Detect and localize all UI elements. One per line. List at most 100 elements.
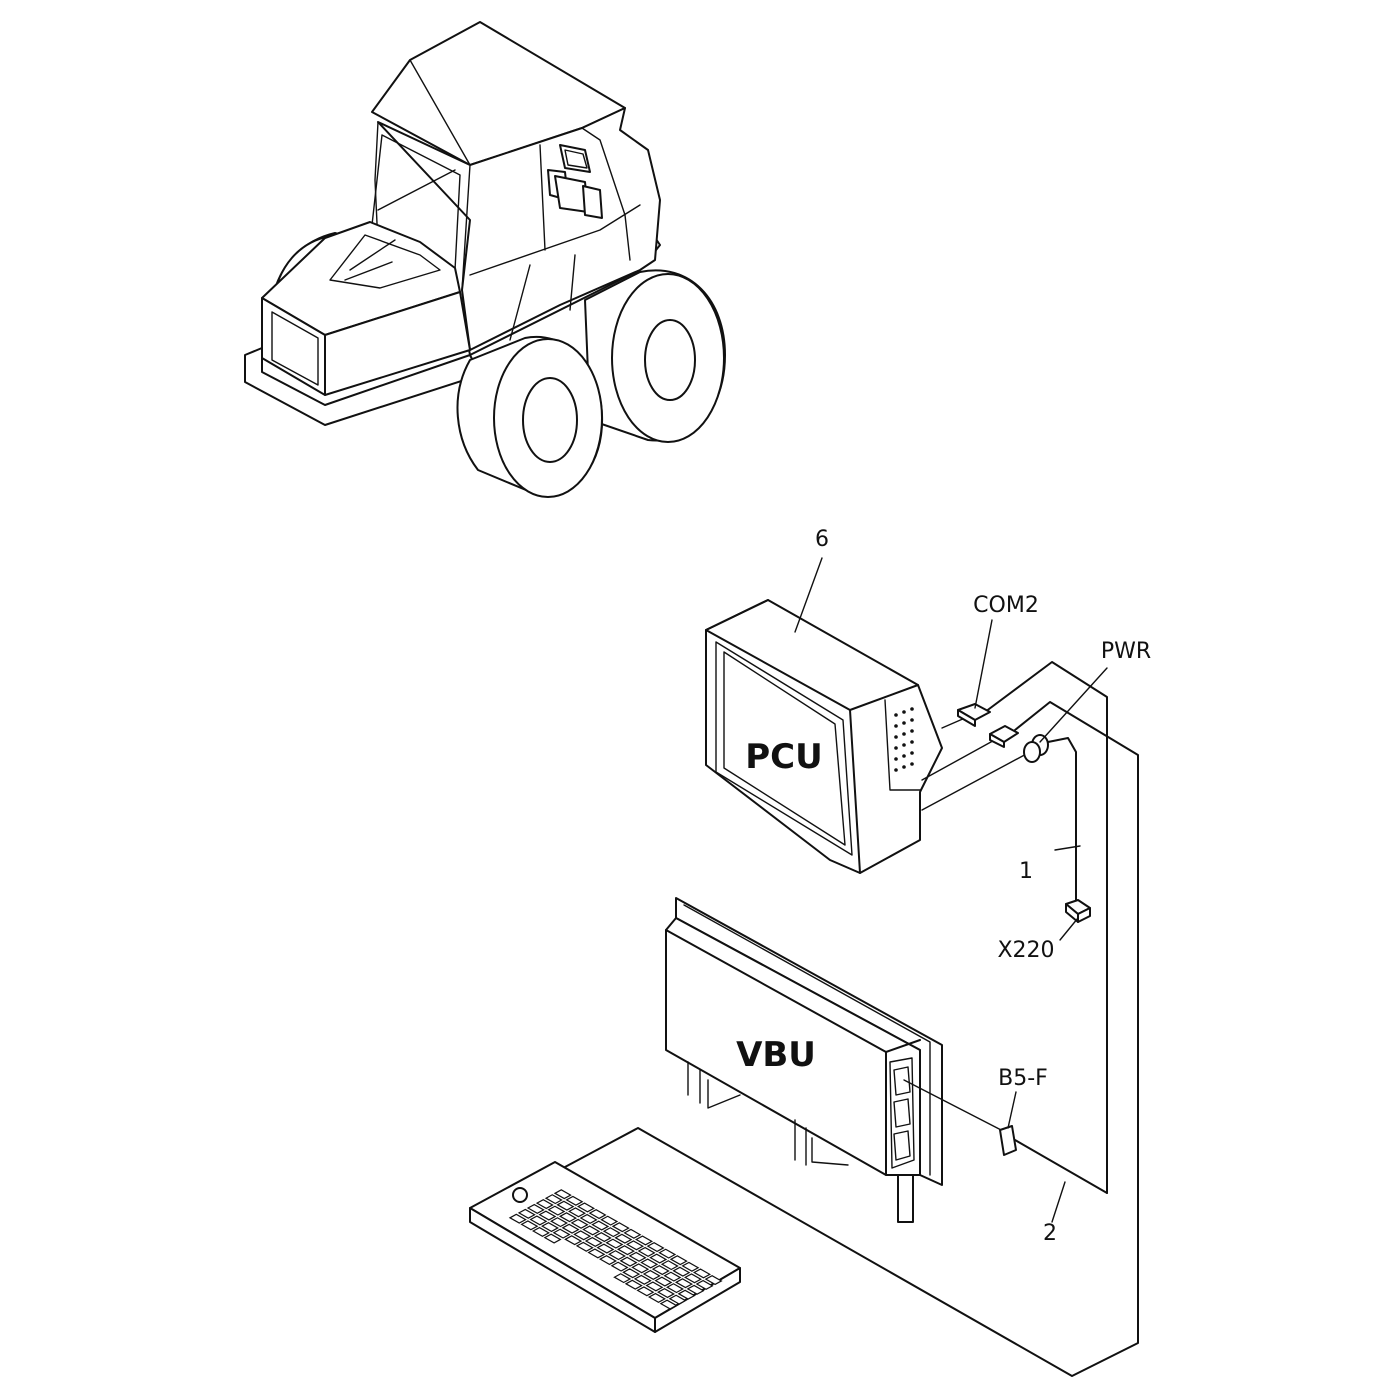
- keyboard-key: [649, 1253, 668, 1264]
- x220-connector: [1065, 899, 1091, 923]
- keyboard-key: [544, 1194, 563, 1205]
- cables: [564, 661, 1139, 1377]
- keyboard-key: [549, 1217, 569, 1228]
- cable-2: [1014, 759, 1108, 1194]
- keyboard-key: [605, 1238, 624, 1249]
- callout-2: 2: [1043, 1221, 1057, 1246]
- keyboard-key: [517, 1208, 536, 1219]
- keyboard-key: [547, 1205, 566, 1216]
- keyboard-key: [540, 1221, 560, 1233]
- keyboard-key: [591, 1220, 610, 1231]
- keyboard-keys: [508, 1189, 723, 1310]
- keyboard-key: [596, 1243, 615, 1254]
- keyboard-key: [613, 1273, 632, 1284]
- keyboard-key: [582, 1225, 601, 1236]
- keyboard-key: [692, 1268, 712, 1279]
- keyboard-key: [622, 1268, 641, 1279]
- keyboard-key: [529, 1215, 548, 1226]
- cab-control-units: [547, 144, 603, 219]
- keyboard-key: [552, 1228, 571, 1239]
- keyboard-key: [579, 1213, 598, 1224]
- front-bumper: [244, 347, 481, 426]
- keyboard-key: [695, 1279, 714, 1290]
- cable-1-plug: [1023, 734, 1049, 763]
- keyboard-key: [660, 1260, 679, 1271]
- keyboard-key: [659, 1299, 678, 1310]
- callout-1: 1: [1019, 859, 1033, 884]
- pcu-vent: [894, 707, 914, 772]
- keyboard-key: [561, 1223, 580, 1234]
- keyboard: [469, 1161, 741, 1333]
- keyboard-key: [508, 1213, 527, 1224]
- keyboard-key: [598, 1254, 618, 1266]
- vbu-label: VBU: [736, 1035, 816, 1075]
- keyboard-key: [623, 1228, 642, 1239]
- pcu-label: PCU: [745, 737, 822, 777]
- callout-pwr: PWR: [1101, 639, 1151, 664]
- keyboard-key: [674, 1278, 694, 1289]
- pwr-cable: [564, 701, 1139, 1377]
- keyboard-key: [602, 1227, 621, 1238]
- b5f-connector: [999, 1125, 1017, 1156]
- keyboard-key: [567, 1207, 587, 1218]
- callout-b5f: B5-F: [998, 1066, 1048, 1091]
- keyboard-key: [520, 1220, 539, 1231]
- front-wheel: [456, 335, 604, 498]
- keyboard-key: [535, 1198, 554, 1210]
- keyboard-key: [672, 1266, 691, 1277]
- keyboard-key: [619, 1256, 638, 1267]
- keyboard-key: [570, 1218, 589, 1229]
- keyboard-key: [633, 1274, 652, 1285]
- keyboard-key: [588, 1208, 607, 1220]
- keyboard-key: [565, 1195, 584, 1206]
- callout-6: 6: [815, 527, 829, 552]
- callout-x220: X220: [997, 938, 1054, 963]
- keyboard-key: [558, 1212, 578, 1223]
- keyboard-key: [634, 1235, 654, 1246]
- keyboard-key: [681, 1261, 700, 1272]
- trackball: [512, 1187, 528, 1203]
- keyboard-key: [636, 1286, 655, 1297]
- keyboard-key: [669, 1255, 688, 1266]
- keyboard-key: [576, 1202, 596, 1213]
- keyboard-key: [668, 1294, 687, 1305]
- keyboard-key: [593, 1231, 612, 1243]
- pwr-connector: [989, 725, 1019, 748]
- vbu-unit: VBU: [665, 897, 943, 1223]
- keyboard-key: [637, 1246, 656, 1257]
- keyboard-key: [686, 1284, 705, 1295]
- pcu-unit: PCU: [705, 599, 943, 874]
- keyboard-key: [607, 1250, 627, 1261]
- keyboard-key: [683, 1273, 703, 1284]
- keyboard-key: [553, 1189, 572, 1200]
- keyboard-key: [624, 1279, 643, 1290]
- keyboard-key: [658, 1248, 677, 1259]
- callout-com2: COM2: [973, 593, 1039, 618]
- keyboard-key: [556, 1200, 575, 1211]
- keyboard-key: [575, 1241, 594, 1252]
- keyboard-key: [616, 1245, 636, 1256]
- keyboard-key: [526, 1203, 545, 1214]
- keyboard-key: [573, 1230, 592, 1241]
- keyboard-key: [564, 1235, 583, 1246]
- keyboard-key: [677, 1289, 696, 1300]
- keyboard-key: [640, 1258, 659, 1269]
- keyboard-key: [631, 1263, 650, 1274]
- rear-wheel: [584, 269, 726, 443]
- keyboard-key: [610, 1261, 629, 1272]
- keyboard-key: [614, 1233, 633, 1244]
- keyboard-key: [543, 1233, 562, 1244]
- keyboard-key: [647, 1292, 667, 1303]
- leader-lines: [794, 557, 1108, 1223]
- com2-connector: [957, 703, 991, 727]
- keyboard-key: [704, 1274, 723, 1286]
- keyboard-key: [645, 1281, 664, 1292]
- cable-1: [1047, 737, 1077, 901]
- keyboard-key: [600, 1215, 619, 1226]
- keyboard-key: [538, 1210, 557, 1221]
- vehicle-illustration: [244, 21, 726, 498]
- keyboard-key: [628, 1251, 647, 1262]
- keyboard-key: [611, 1222, 630, 1233]
- keyboard-key: [642, 1269, 661, 1280]
